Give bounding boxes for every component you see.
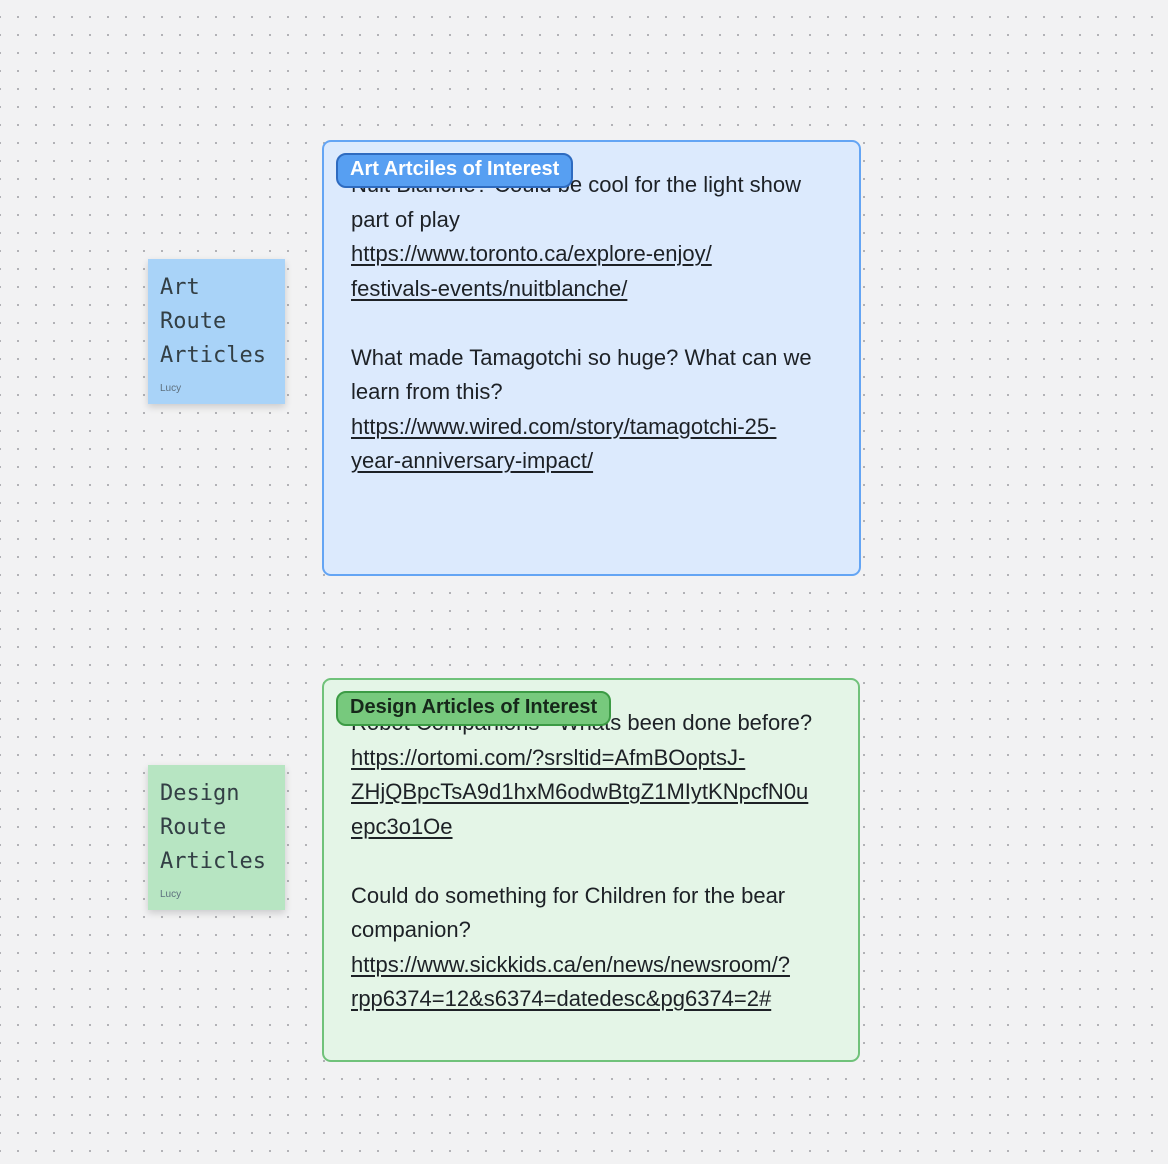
note-link-line[interactable]: festivals-events/nuitblanche/	[351, 275, 628, 301]
text-line: Articles	[160, 849, 266, 874]
note-box-art-articles[interactable]: Art Artciles of Interest Nuit Blanche? C…	[322, 140, 861, 576]
text-line: learn from this?	[351, 379, 503, 404]
text-line: Design	[160, 781, 240, 806]
note-link-line[interactable]: ZHjQBpcTsA9d1hxM6odwBtgZ1MIytKNpcfN0u	[351, 779, 809, 804]
text-line: Could do something for Children for the …	[351, 882, 786, 908]
text-line: part of play	[351, 206, 460, 232]
sticky-note-author: Lucy	[160, 383, 182, 394]
note-link-line[interactable]: https://www.wired.com/story/tamagotchi-2…	[351, 413, 777, 439]
note-text-body[interactable]: Robot Companions - Whats been done befor…	[351, 706, 812, 1017]
note-box-design-articles[interactable]: Design Articles of Interest Robot Compan…	[322, 678, 860, 1062]
note-link-line[interactable]: https://www.toronto.ca/explore-enjoy/	[351, 241, 712, 266]
note-link-line[interactable]: https://www.sickkids.ca/en/news/newsroom…	[351, 951, 790, 977]
text-line: What made Tamagotchi so huge? What can w…	[351, 344, 812, 370]
text-line: Route	[160, 815, 227, 840]
note-label-art-articles[interactable]: Art Artciles of Interest	[336, 153, 574, 188]
text-line	[351, 306, 812, 341]
text-line: companion?	[351, 917, 471, 942]
sticky-note-author: Lucy	[160, 889, 182, 900]
text-line: Route	[160, 309, 227, 334]
text-line: Articles	[160, 343, 266, 368]
note-link-line[interactable]: https://ortomi.com/?srsltid=AfmBOoptsJ-	[351, 744, 746, 770]
text-line	[351, 844, 812, 879]
note-link-line[interactable]: rpp6374=12&s6374=datedesc&pg6374=2#	[351, 986, 772, 1011]
note-label-design-articles[interactable]: Design Articles of Interest	[336, 691, 612, 726]
note-link-line[interactable]: year-anniversary-impact/	[351, 448, 594, 473]
text-line: Art	[160, 275, 200, 300]
note-link-line[interactable]: epc3o1Oe	[351, 813, 453, 839]
note-text-body[interactable]: Nuit Blanche? Could be cool for the ligh…	[351, 168, 812, 479]
